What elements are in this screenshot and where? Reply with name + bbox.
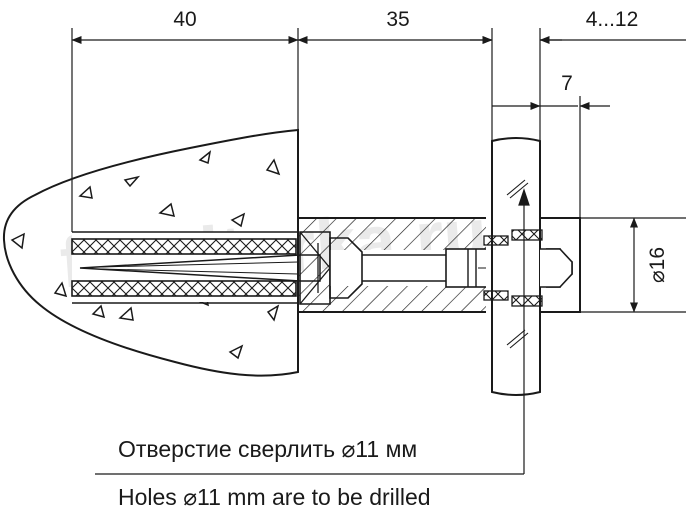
dim-glass-thickness: 4...12 xyxy=(586,8,639,31)
drill-note-en: Holes ⌀11 mm are to be drilled xyxy=(118,484,431,510)
clamp-cap xyxy=(483,217,581,313)
bolt-cone xyxy=(329,237,363,299)
dim-diameter: ⌀16 xyxy=(646,247,669,283)
wall-anchor xyxy=(71,231,331,305)
dim-cap-thickness: 7 xyxy=(561,72,573,95)
drill-note-leader xyxy=(95,188,530,475)
anchor-dowel-top xyxy=(71,238,297,255)
anchor-dowel-bottom xyxy=(71,280,297,297)
gasket-cap-top xyxy=(511,229,543,241)
gasket-top xyxy=(483,235,509,246)
gasket-cap-bottom xyxy=(511,295,543,307)
dimension-lines xyxy=(71,28,686,313)
dim-anchor-depth: 40 xyxy=(173,8,196,31)
drill-note-ru: Отверстие сверлить ⌀11 мм xyxy=(118,436,417,462)
dim-bolt-length: 35 xyxy=(386,8,409,31)
glass-panel xyxy=(486,137,546,396)
gasket-bottom xyxy=(483,290,509,301)
